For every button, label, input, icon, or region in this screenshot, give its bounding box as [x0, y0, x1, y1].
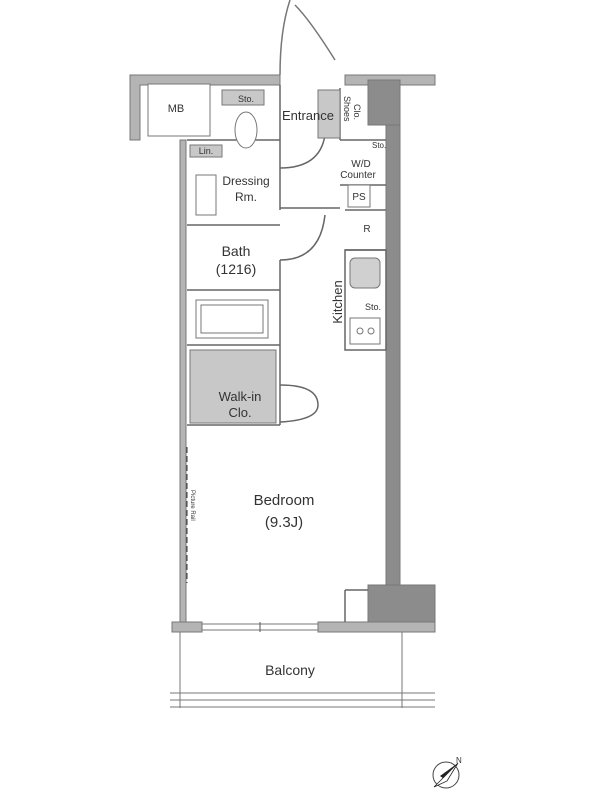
label-balcony: Balcony	[265, 662, 315, 678]
label-sto-top: Sto.	[238, 94, 254, 104]
label-kitchen: Kitchen	[330, 280, 345, 323]
label-walkin-clo: Clo.	[228, 405, 251, 420]
label-mb: MB	[168, 103, 185, 115]
label-sto-wd: Sto.	[372, 141, 386, 150]
label-walkin: Walk-in	[219, 389, 262, 404]
label-counter: Counter	[340, 170, 376, 181]
mb-room	[147, 83, 211, 137]
label-sto-kitchen: Sto.	[365, 302, 381, 312]
label-wd: W/D	[351, 159, 370, 170]
label-picture-rail: Picture Rail	[189, 490, 195, 521]
label-dressing: Dressing	[222, 174, 269, 188]
label-ps: PS	[352, 192, 366, 203]
label-bedroom-size: (9.3J)	[265, 514, 303, 531]
label-rm: Rm.	[235, 190, 257, 204]
label-clo: Clo.	[352, 104, 362, 120]
label-r: R	[363, 224, 370, 235]
label-bath: Bath	[222, 243, 251, 259]
walls	[129, 74, 436, 633]
label-lin: Lin.	[199, 146, 214, 156]
label-bedroom: Bedroom	[254, 492, 315, 509]
label-shoes: Shoes	[342, 96, 352, 122]
compass-icon: N	[432, 756, 462, 789]
label-bath-size: (1216)	[216, 261, 256, 277]
fixtures	[189, 89, 381, 424]
compass-north-label: N	[456, 756, 462, 765]
balcony-structure	[170, 632, 435, 708]
label-entrance: Entrance	[282, 108, 334, 123]
